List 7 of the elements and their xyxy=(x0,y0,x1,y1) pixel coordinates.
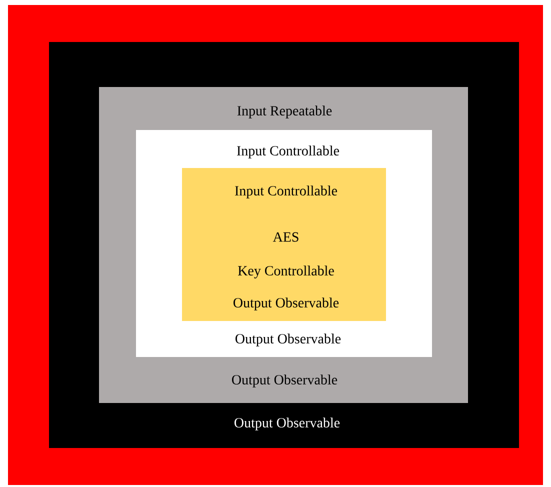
layer-label: Output Observable xyxy=(234,418,340,430)
node-label: Input Controllable xyxy=(234,186,338,198)
node-label: Output Observable xyxy=(234,298,339,310)
node-label: AES xyxy=(272,232,298,242)
layer-label: Input Controllable AES Key Controllable Output Observable xyxy=(234,186,339,310)
layer-box xyxy=(182,168,386,321)
node-label: Key Controllable xyxy=(238,266,334,278)
